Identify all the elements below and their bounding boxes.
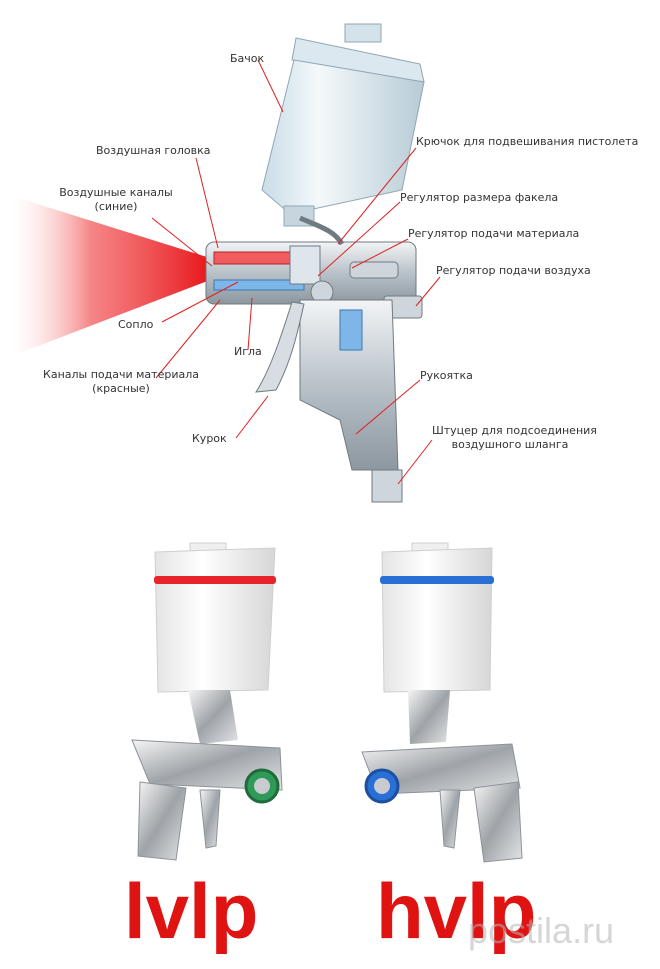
label-air-regulator: Регулятор подачи воздуха [436,264,591,277]
watermark: postila.ru [468,910,615,951]
label-air-channels-line2: (синие) [94,200,138,213]
label-air-channels: Воздушные каналы (синие) [54,186,178,214]
label-material-channels-line2: (красные) [92,382,150,395]
label-handle: Рукоятка [420,369,473,382]
hvlp-label: hvlp [376,867,537,955]
lvlp-spray-gun-photo [131,542,283,861]
label-needle: Игла [234,345,262,358]
label-material-channels: Каналы подачи материала (красные) [36,368,206,396]
label-nozzle: Сопло [118,318,154,331]
hvlp-spray-gun-photo [361,542,523,863]
label-hook: Крючок для подвешивания пистолета [416,135,639,148]
spray-cone [12,196,210,356]
label-fitting-line1: Штуцер для подсоединения [432,424,597,437]
label-air-channels-line1: Воздушные каналы [59,186,173,199]
label-material-regulator: Регулятор подачи материала [408,227,580,240]
leader-lines [151,59,441,485]
label-fitting: Штуцер для подсоединения воздушного шлан… [432,424,597,452]
label-fitting-line2: воздушного шланга [451,438,569,451]
label-air-head: Воздушная головка [96,144,211,157]
lvlp-label: lvlp [124,867,259,955]
label-trigger: Курок [192,432,227,445]
label-material-channels-line1: Каналы подачи материала [43,368,199,381]
gun-body-illustration [205,215,423,503]
label-fan-regulator: Регулятор размера факела [400,191,559,204]
label-tank: Бачок [230,52,265,65]
